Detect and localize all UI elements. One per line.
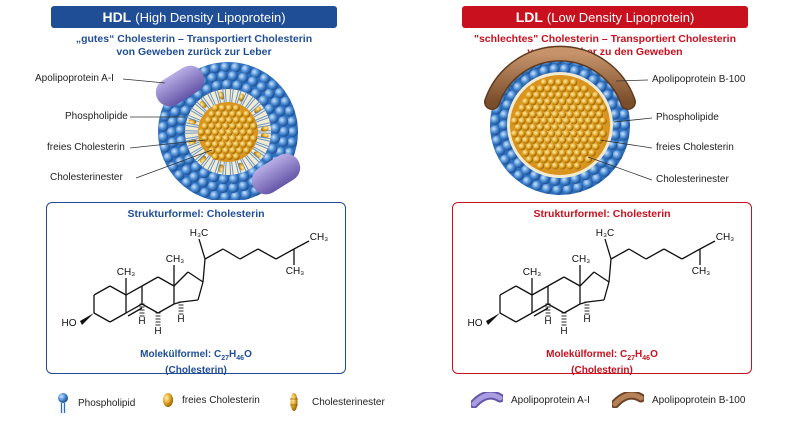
hdl-particle	[155, 62, 301, 200]
hdl-lipid-tails	[184, 88, 272, 176]
molecule-label: CH₃	[716, 232, 735, 243]
molecule-label: H₃C	[190, 228, 209, 239]
ldl-label-apolipoprotein: Apolipoprotein B-100	[652, 74, 746, 85]
ldl-title: LDL	[515, 9, 543, 25]
ldl-title-full: (Low Density Lipoprotein)	[546, 9, 695, 25]
hdl-subtitle-line2: von Geweben zurück zur Leber	[116, 46, 272, 58]
legend-phospholipid: Phospholipid	[56, 392, 135, 414]
ldl-label-cholesterol-ester: Cholesterinester	[656, 174, 729, 185]
legend-apolipoprotein-b100: Apolipoprotein B-100	[612, 392, 745, 408]
hdl-molecular-formula: Molekülformel: C27H46O (Cholesterin)	[47, 349, 345, 377]
legend-apolipoprotein-a1: Apolipoprotein A-I	[471, 392, 590, 408]
ldl-cholesterol-ester-core	[511, 78, 607, 170]
hdl-title-full: (High Density Lipoprotein)	[135, 9, 286, 25]
ldl-molecular-formula: Molekülformel: C27H46O (Cholesterin)	[453, 349, 751, 377]
molecule-label: CH₃	[117, 267, 136, 278]
hdl-label-free-cholesterol: freies Cholesterin	[47, 142, 125, 153]
hdl-box-title: Strukturformel: Cholesterin	[127, 208, 265, 220]
hdl-apolipoprotein-a1-bottom	[251, 153, 301, 195]
molecule-label: H₃C	[596, 228, 615, 239]
molecule-label: H	[154, 326, 161, 337]
free-cholesterol-icon	[163, 393, 173, 407]
ldl-structure-box: Strukturformel: Cholesterin HO CH₃ CH₃ H₃C C…	[452, 202, 752, 377]
cholesterol-ester-icon	[290, 393, 298, 411]
apolipoprotein-a1-icon	[471, 392, 503, 408]
hdl-label-apolipoprotein: Apolipoprotein A-I	[35, 73, 114, 84]
hdl-title: HDL	[102, 9, 132, 25]
ldl-label-phospholipide: Phospholipide	[656, 112, 719, 123]
molecule-label: CH₃	[692, 266, 711, 277]
molecule-label: H	[560, 326, 567, 337]
molecule-label: H	[177, 314, 184, 325]
molecule-label: H	[544, 316, 551, 327]
molecule-label: H	[138, 316, 145, 327]
hdl-subtitle: „gutes“ Cholesterin – Transportiert Chol…	[44, 33, 344, 59]
phospholipid-icon	[58, 393, 68, 413]
ldl-formula-name: (Cholesterin)	[571, 365, 633, 376]
molecule-label: H	[583, 314, 590, 325]
ldl-subtitle-line1: "schlechtes" Cholesterin – Transportiert…	[473, 33, 737, 45]
hdl-label-phospholipide: Phospholipide	[65, 111, 128, 122]
ldl-particle	[484, 45, 636, 195]
hdl-leader-lines	[122, 78, 213, 179]
lipoprotein-diagrams	[122, 45, 653, 200]
hdl-label-cholesterol-ester: Cholesterinester	[50, 172, 123, 183]
molecule-label: HO	[62, 318, 77, 329]
molecule-label: CH₃	[310, 232, 329, 243]
ldl-title-banner: LDL (Low Density Lipoprotein)	[462, 6, 748, 28]
hdl-formula-name: (Cholesterin)	[165, 365, 227, 376]
ldl-leader-lines	[587, 79, 653, 181]
legend-free-cholesterol: freies Cholesterin	[162, 392, 260, 408]
ldl-apolipoprotein-b100	[485, 47, 635, 109]
hdl-structure-box: Strukturformel: Cholesterin HO CH₃ CH₃ H₃C C…	[46, 202, 346, 377]
legend-cholesterol-ester: Cholesterinester	[288, 392, 385, 412]
molecule-label: CH₃	[166, 254, 185, 265]
ldl-box-title: Strukturformel: Cholesterin	[533, 208, 671, 220]
molecule-label: HO	[468, 318, 483, 329]
hdl-title-banner: HDL (High Density Lipoprotein)	[51, 6, 337, 28]
ldl-label-free-cholesterol: freies Cholesterin	[656, 142, 734, 153]
hdl-cholesterol-ester-core	[198, 104, 258, 160]
hdl-apolipoprotein-a1-top	[155, 65, 205, 107]
apolipoprotein-b100-icon	[612, 392, 644, 408]
molecule-label: CH₃	[286, 266, 305, 277]
hdl-subtitle-line1: „gutes“ Cholesterin – Transportiert Chol…	[75, 33, 313, 45]
molecule-label: CH₃	[523, 267, 542, 278]
molecule-label: CH₃	[572, 254, 591, 265]
